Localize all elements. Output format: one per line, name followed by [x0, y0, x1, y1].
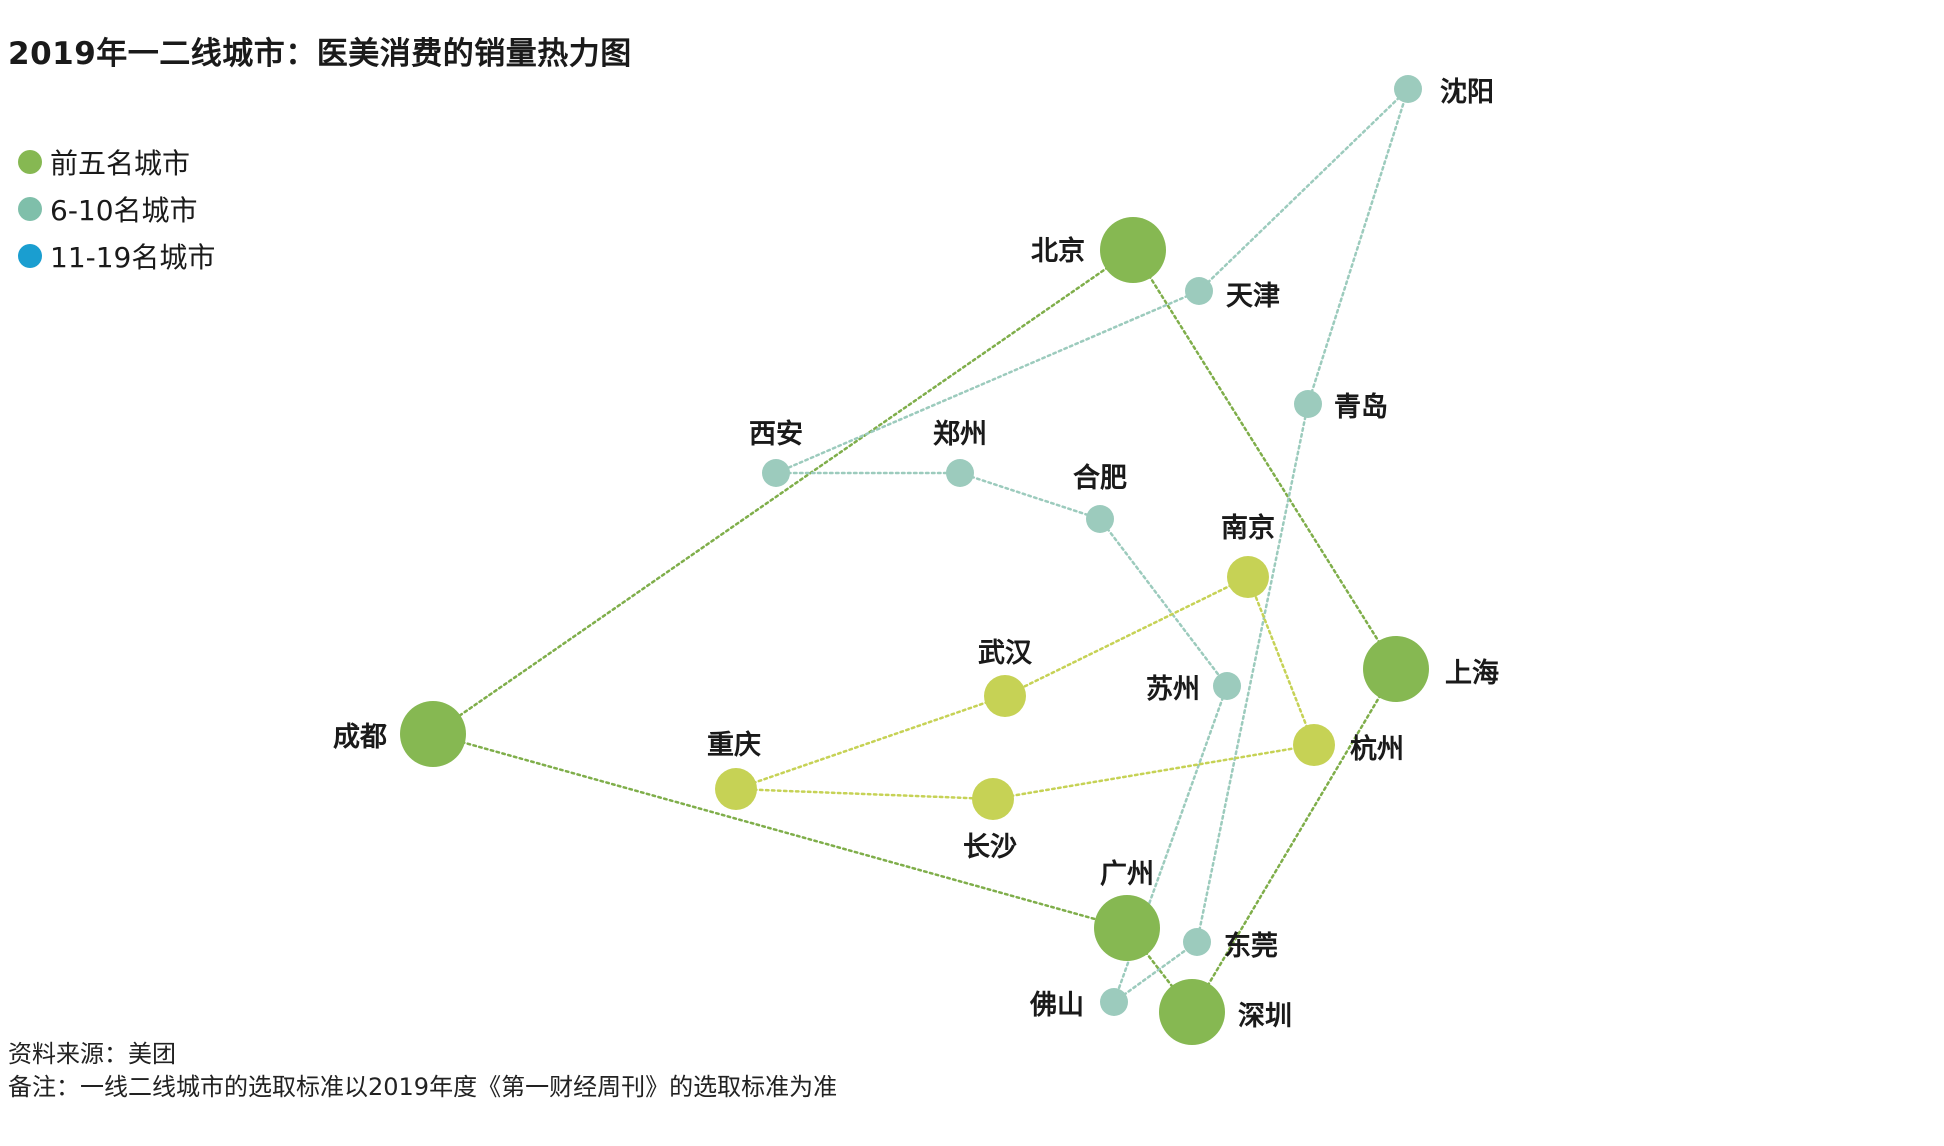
city-node-xian — [762, 459, 790, 487]
city-label-wuhan: 武汉 — [978, 638, 1033, 669]
city-node-guangzhou — [1094, 895, 1160, 961]
city-label-suzhou: 苏州 — [1146, 674, 1200, 705]
city-label-chengdu: 成都 — [333, 722, 387, 753]
link-beijing-chengdu — [431, 248, 1135, 736]
city-label-beijing: 北京 — [1031, 235, 1085, 267]
legend-item-top5: 前五名城市 — [18, 138, 215, 185]
link-foshan-dongguan — [1112, 940, 1199, 1004]
legend: 前五名城市 6-10名城市 11-19名城市 — [18, 138, 215, 279]
city-node-chongqing — [715, 768, 757, 810]
city-label-nanjing: 南京 — [1221, 512, 1275, 544]
city-label-foshan: 佛山 — [1029, 990, 1084, 1021]
city-node-zhengzhou — [946, 459, 974, 487]
city-label-shenzhen: 深圳 — [1238, 1001, 1292, 1032]
city-node-wuhan — [984, 675, 1026, 717]
city-node-dongguan — [1183, 928, 1211, 956]
link-beijing-shanghai — [1131, 248, 1398, 671]
city-label-hefei: 合肥 — [1073, 462, 1127, 494]
city-label-chongqing: 重庆 — [707, 729, 761, 761]
link-chengdu-guangzhou — [431, 732, 1129, 930]
city-node-hefei — [1086, 505, 1114, 533]
legend-label-6-10: 6-10名城市 — [50, 193, 198, 227]
legend-label-top5: 前五名城市 — [50, 146, 191, 180]
legend-dot-11-19 — [18, 243, 42, 268]
city-node-qingdao — [1294, 390, 1322, 418]
source-note: 资料来源：美团 — [8, 1040, 176, 1068]
city-label-dongguan: 东莞 — [1224, 930, 1278, 962]
legend-item-6-10: 6-10名城市 — [18, 185, 215, 232]
link-wuhan-chongqing — [734, 694, 1007, 791]
city-label-qingdao: 青岛 — [1334, 391, 1388, 423]
link-dongguan-qingdao — [1195, 402, 1310, 944]
city-node-changsha — [972, 778, 1014, 820]
city-label-xian: 西安 — [749, 419, 803, 450]
city-label-zhengzhou: 郑州 — [933, 419, 987, 450]
city-label-guangzhou: 广州 — [1100, 859, 1154, 890]
link-zhengzhou-hefei — [958, 471, 1102, 521]
link-shanghai-shenzhen — [1190, 667, 1398, 1014]
city-label-changsha: 长沙 — [963, 832, 1017, 863]
link-shenyang-tianjin — [1197, 87, 1410, 293]
city-node-chengdu — [400, 701, 466, 767]
link-hangzhou-nanjing — [1246, 575, 1316, 747]
city-node-beijing — [1100, 217, 1166, 283]
remark-note: 备注：一线二线城市的选取标准以2019年度《第一财经周刊》的选取标准为准 — [8, 1073, 838, 1101]
footer: 资料来源：美团 备注：一线二线城市的选取标准以2019年度《第一财经周刊》的选取… — [8, 1038, 837, 1104]
chart-title: 2019年一二线城市：医美消费的销量热力图 — [8, 36, 632, 72]
link-chongqing-changsha — [734, 787, 995, 801]
city-node-foshan — [1100, 988, 1128, 1016]
legend-dot-6-10 — [18, 196, 42, 221]
city-node-shenyang — [1394, 75, 1422, 103]
legend-dot-top5 — [18, 149, 42, 174]
city-node-shanghai — [1363, 636, 1429, 702]
link-hefei-suzhou — [1098, 517, 1229, 688]
link-tianjin-xian — [774, 289, 1201, 475]
node-layer — [400, 75, 1429, 1045]
link-changsha-hangzhou — [991, 743, 1316, 801]
legend-item-11-19: 11-19名城市 — [18, 232, 215, 279]
city-label-shenyang: 沈阳 — [1440, 77, 1494, 108]
link-layer — [431, 87, 1410, 1014]
city-node-shenzhen — [1159, 979, 1225, 1045]
city-node-hangzhou — [1293, 724, 1335, 766]
city-label-hangzhou: 杭州 — [1350, 733, 1404, 765]
legend-label-11-19: 11-19名城市 — [50, 240, 216, 274]
link-qingdao-shenyang — [1306, 87, 1410, 406]
link-nanjing-wuhan — [1003, 575, 1250, 698]
city-node-tianjin — [1185, 277, 1213, 305]
city-label-tianjin: 天津 — [1226, 281, 1280, 312]
city-node-nanjing — [1227, 556, 1269, 598]
city-node-suzhou — [1213, 672, 1241, 700]
city-label-shanghai: 上海 — [1445, 658, 1499, 689]
